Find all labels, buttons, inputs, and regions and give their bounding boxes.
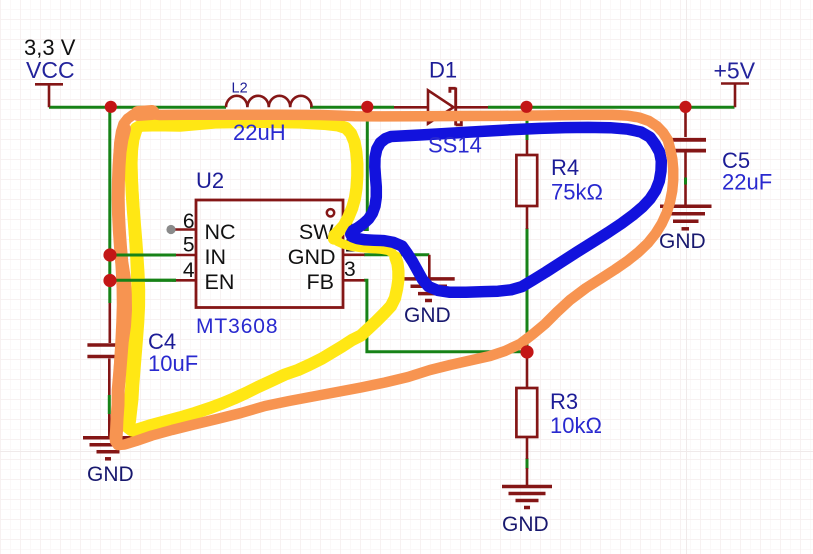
svg-text:R3: R3 (550, 389, 578, 414)
svg-text:NC: NC (205, 220, 236, 244)
svg-text:10kΩ: 10kΩ (550, 413, 602, 438)
svg-text:GND: GND (404, 304, 451, 327)
svg-text:22uH: 22uH (233, 120, 286, 145)
svg-text:GND: GND (87, 463, 134, 486)
svg-text:6: 6 (183, 210, 195, 233)
svg-text:MT3608: MT3608 (196, 315, 278, 338)
svg-text:GND: GND (502, 513, 549, 536)
svg-text:U2: U2 (196, 168, 224, 193)
svg-text:GND: GND (659, 230, 706, 253)
svg-text:IN: IN (205, 245, 227, 269)
svg-text:22uF: 22uF (722, 170, 772, 195)
svg-text:3: 3 (344, 258, 356, 281)
svg-text:FB: FB (307, 270, 334, 294)
svg-text:SS14: SS14 (428, 133, 482, 158)
svg-text:4: 4 (183, 259, 195, 282)
svg-text:10uF: 10uF (148, 351, 198, 376)
svg-text:5: 5 (183, 234, 195, 257)
svg-text:L2: L2 (232, 81, 248, 97)
svg-text:D1: D1 (429, 58, 457, 83)
svg-text:C5: C5 (722, 148, 750, 173)
svg-text:+5V: +5V (714, 58, 756, 84)
svg-text:EN: EN (205, 270, 235, 294)
svg-text:GND: GND (288, 245, 336, 269)
svg-text:C4: C4 (148, 329, 176, 354)
svg-text:R4: R4 (551, 155, 579, 180)
svg-text:3,3 V: 3,3 V (24, 35, 76, 60)
svg-text:VCC: VCC (26, 57, 75, 83)
svg-text:75kΩ: 75kΩ (551, 180, 603, 205)
